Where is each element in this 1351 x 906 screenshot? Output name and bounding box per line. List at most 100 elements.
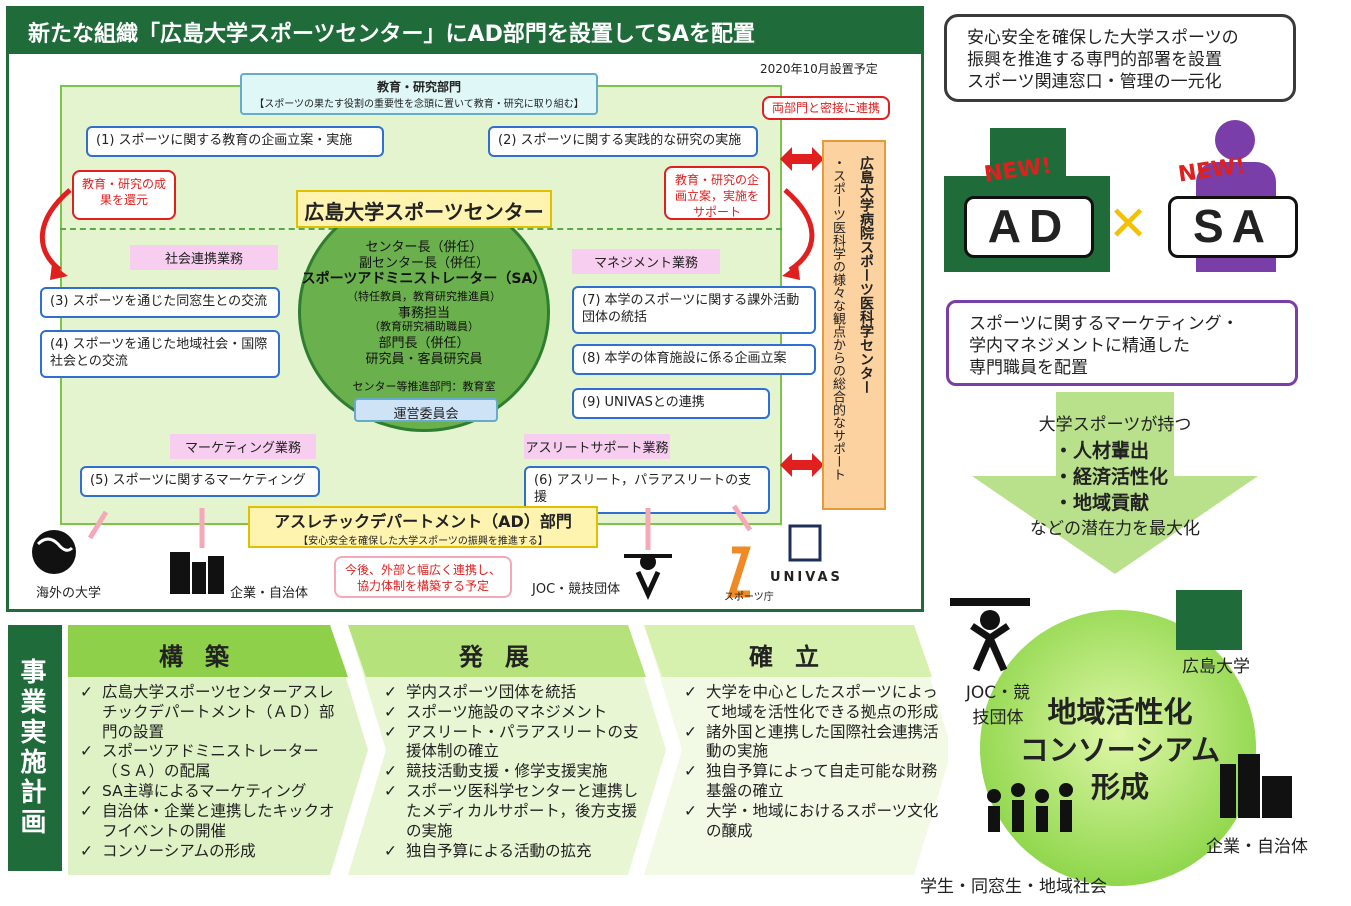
ad-label: AD [964,196,1094,258]
hospital-sub: ・スポーツ医科学の様々な観点からの総合的なサポート [830,156,845,481]
callout-both: 両部門と密接に連携 [762,96,890,120]
consortium-univ: 広島大学 [1182,657,1250,677]
list-item: 学内スポーツ団体を統括 [384,683,646,703]
committee-box: 運営委員会 [354,398,498,422]
list-item: 大学を中心としたスポーツによって地域を活性化できる拠点の形成 [684,683,946,723]
hospital-title: 広島大学病院スポーツ医科学センター [858,156,874,394]
list-item: スポーツ施設のマネジメント [384,703,646,723]
consortium-icons [950,590,1292,832]
partner-univas: UNIVAS [770,570,843,585]
left-arrow-head [50,264,68,280]
cat-management: マネジメント業務 [572,249,720,274]
callout-left: 教育・研究の成果を還元 [72,170,176,220]
univas-crest-icon [788,524,822,562]
edu-research-dept: 教育・研究部門 【スポーツの果たす役割の重要性を念頭に置いて教育・研究に取り組む… [240,73,598,115]
list-item: 競技活動支援・修学支援実施 [384,762,646,782]
phase3-title: 確立 [749,643,841,671]
setup-note: 2020年10月設置予定 [760,62,878,76]
arrow-b3: ・地域貢献 [1054,492,1150,514]
phase2-list: 学内スポーツ団体を統括 スポーツ施設のマネジメント アスリート・パラアスリートの… [384,683,646,861]
phase1-title: 構築 [159,643,251,671]
partner-sportsagency: スポーツ庁 [724,592,774,603]
plan-label: 事業実施計画 [8,625,62,871]
down-arrow [972,392,1258,574]
consortium-joc: JOC・競技団体 [965,683,1031,728]
list-item: コンソーシアムの形成 [80,842,348,862]
right-curve-arrow [783,188,815,273]
partner-graphics [32,504,822,601]
list-item: 独自予算による活動の拡充 [384,842,646,862]
sportsagency-logo-icon [727,546,751,598]
university-building-icon [1176,590,1242,650]
list-item: 自治体・企業と連携したキックオフイベントの開催 [80,802,348,842]
item-7: (7) 本学のスポーツに関する課外活動団体の統括 [572,286,816,334]
center-l4: （特任教員，教育研究推進員） [347,290,501,303]
consortium-title: 地域活性化 コンソーシアム 形成 [1010,694,1230,807]
top-speech-l3: スポーツ関連窓口・管理の一元化 [967,72,1222,93]
double-arrow-bottom [780,453,824,477]
arrow-b1: ・人材輩出 [1054,440,1150,462]
consortium-circle [980,610,1256,886]
consortium-students: 学生・同窓生・地域社会 [920,877,1107,897]
arrow-b2: ・経済活性化 [1054,466,1169,488]
double-arrow-top [780,147,824,171]
page-title: 新たな組織「広島大学スポーツセンター」にAD部門を設置してSAを配置 [6,6,924,54]
people-group-icon [987,783,1073,832]
bottom-speech-l1: スポーツに関するマーケティング・ [969,314,1239,334]
bottom-speech-l2: 学内マネジメントに精通した [969,336,1190,357]
link-sportsagency [731,504,753,532]
bottom-speech: スポーツに関するマーケティング・ 学内マネジメントに精通した 専門職員を配置 [946,300,1298,386]
consortium-title-l1: 地域活性化 [1047,695,1193,729]
center-l8: 研究員・客員研究員 [365,352,483,367]
barbell-icon [950,598,1030,606]
item-8: (8) 本学の体育施設に係る企画立案 [572,344,816,375]
globe-icon [32,530,76,574]
callout-right: 教育・研究の企画立案，実施をサポート [664,166,770,220]
center-l3: スポーツアドミニストレーター（SA） [301,271,547,287]
hospital-arrows [780,147,824,477]
sports-center-name: 広島大学スポーツセンター [296,190,552,228]
list-item: SA主導によるマーケティング [80,782,348,802]
phase3-list: 大学を中心としたスポーツによって地域を活性化できる拠点の形成 諸外国と連携した国… [684,683,946,842]
partner-joc: JOC・競技団体 [532,582,621,597]
item-5: (5) スポーツに関するマーケティング [80,466,320,497]
list-item: 諸外国と連携した国際社会連携活動の実施 [684,723,946,763]
list-item: 大学・地域におけるスポーツ文化の醸成 [684,802,946,842]
cat-marketing: マーケティング業務 [170,434,316,459]
sports-center-circle [298,192,550,432]
center-l6: （教育研究補助職員） [369,320,479,333]
right-arrow-head [782,264,800,280]
list-item: アスリート・パラアスリートの支援体制の確立 [384,723,646,763]
center-l1: センター長（併任） [365,240,483,255]
left-curve-arrow [39,188,72,272]
bottom-speech-l3: 専門職員を配置 [969,358,1088,379]
partner-overseas: 海外の大学 [36,586,102,601]
ad-dept-title: アスレチックデパートメント（AD）部門 [274,512,572,531]
consortium-title-l2: コンソーシアム [1019,732,1221,767]
list-item: スポーツアドミニストレーター（ＳＡ）の配属 [80,742,348,782]
phase1-list: 広島大学スポーツセンターアスレチックデパートメント（ＡＤ）部門の設置 スポーツア… [80,683,348,861]
item-9: (9) UNIVASとの連携 [572,388,770,419]
top-speech-l2: 振興を推進する専門的部署を設置 [967,50,1222,71]
ad-dept-sub: 【安心安全を確保した大学スポーツの振興を推進する】 [298,536,548,547]
center-l2: 副センター長（併任） [358,256,489,271]
item-1: (1) スポーツに関する教育の企画立案・実施 [86,126,384,157]
corp-building-icon [170,552,190,594]
person-head-icon [1215,120,1255,160]
list-item: スポーツ医科学センターと連携したメディカルサポート，後方支援の実施 [384,782,646,841]
item-4: (4) スポーツを通じた地域社会・国際社会との交流 [40,330,280,378]
consortium-title-l3: 形成 [1090,770,1149,805]
ad-building-top [990,128,1066,178]
top-speech: 安心安全を確保した大学スポーツの 振興を推進する専門的部署を設置 スポーツ関連窓… [944,14,1296,102]
center-l7: 部門長（併任） [378,336,470,351]
list-item: 独自予算によって自走可能な財務基盤の確立 [684,762,946,802]
edu-dept-sub: 【スポーツの果たす役割の重要性を念頭に置いて教育・研究に取り組む】 [254,99,584,110]
future-note: 今後、外部と幅広く連携し、協力体制を構築する予定 [334,556,512,598]
cat-athlete: アスリートサポート業務 [524,434,670,459]
hospital-box: 広島大学病院スポーツ医科学センター ・スポーツ医科学の様々な観点からの総合的なサ… [822,140,886,510]
list-item: 広島大学スポーツセンターアスレチックデパートメント（ＡＤ）部門の設置 [80,683,348,742]
connector-arrows [39,188,815,280]
link-overseas [87,510,109,540]
item-2: (2) スポーツに関する実践的な研究の実施 [488,126,758,157]
city-building-icon [1220,764,1236,818]
